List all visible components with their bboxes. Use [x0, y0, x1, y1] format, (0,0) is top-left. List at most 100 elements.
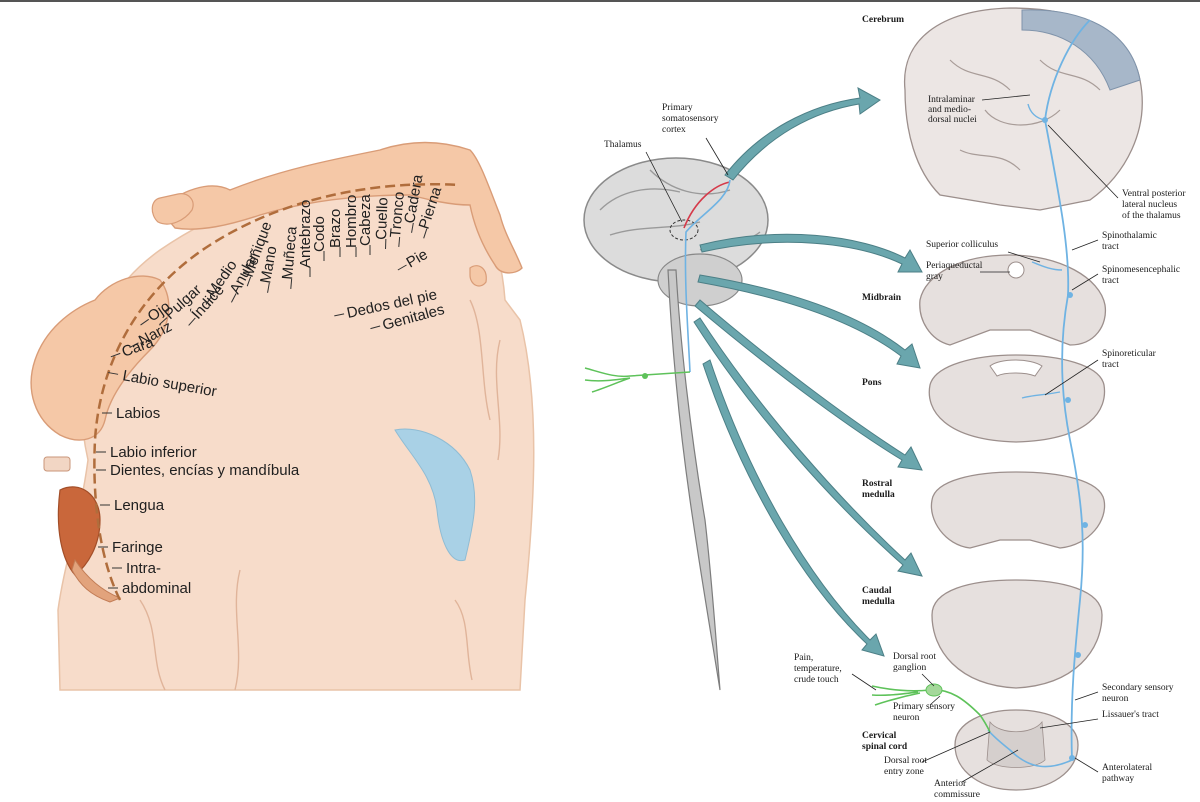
anterolateral-pathway-diagram: PrimarysomatosensorycortexThalamusCerebr… — [583, 7, 1186, 800]
homunculus-label-codo: Codo — [311, 216, 328, 252]
crossing-fiber — [987, 729, 1073, 768]
homunculus-label-lengua: Lengua — [114, 497, 165, 514]
pathway-label-midbrain: Midbrain — [862, 293, 902, 303]
pathway-label-spinothalamic: Spinothalamic — [1102, 231, 1157, 241]
homunculus-tick — [423, 228, 428, 239]
pathway-label-secondary-sensory: Secondary sensory — [1102, 683, 1174, 693]
pathway-label-intralaminar: Intralaminar — [928, 95, 976, 105]
homunculus-tick — [267, 282, 270, 293]
section-midbrain — [919, 254, 1107, 346]
pathway-label-superior-colliculus: Superior colliculus — [926, 240, 998, 250]
homunculus-body — [159, 141, 523, 274]
homunculus-label-mano: Mano — [257, 245, 280, 285]
homunculus-tick — [188, 317, 196, 326]
homunculus-label-cuello: Cuello — [373, 197, 391, 240]
arrow-pons — [697, 274, 921, 369]
arrow-cerebrum — [724, 87, 881, 181]
cortex-dashed-arc — [93, 183, 461, 601]
pathway-label-neuron: neuron — [1102, 694, 1129, 704]
ventricle — [394, 428, 476, 562]
level-arrows — [693, 87, 923, 657]
homunculus-lips — [43, 456, 71, 472]
pathway-label-rostral: Rostral — [862, 479, 892, 489]
homunculus-tick — [159, 317, 168, 325]
homunculus-label-labio-inferior: Labio inferior — [110, 444, 197, 461]
pathway-labels: PrimarysomatosensorycortexThalamusCerebr… — [604, 15, 1186, 800]
section-caudal-medulla — [931, 579, 1103, 689]
homunculus-label-intra: Intra- — [126, 560, 161, 577]
section-rostral-medulla — [930, 471, 1106, 549]
pathway-label-cortex: cortex — [662, 125, 686, 135]
pathway-label-tract: tract — [1102, 242, 1119, 252]
homunculus-tick — [334, 313, 345, 317]
pathway-label-lateral-nucleus: lateral nucleus — [1122, 200, 1177, 210]
brain-gyri — [599, 169, 761, 251]
pathway-label-and-medio: and medio- — [928, 105, 971, 115]
section-cervical-spinal-cord — [954, 709, 1079, 791]
pathway-label-medulla: medulla — [862, 490, 895, 500]
homunculus-tick — [108, 372, 119, 375]
pathway-label-cervical: Cervical — [862, 731, 897, 741]
pathway-label-temperature: temperature, — [794, 664, 842, 674]
pathway-label-cerebrum: Cerebrum — [862, 15, 904, 25]
pathway-label-ventral-posterior: Ventral posterior — [1122, 189, 1186, 199]
homunculus-label-tronco: Tronco — [387, 191, 408, 238]
pathway-label-pathway: pathway — [1102, 774, 1134, 784]
pathway-label-dorsal-root: Dorsal root — [893, 652, 936, 662]
pathway-label-tract: tract — [1102, 360, 1119, 370]
homunculus-tick — [205, 295, 213, 305]
ganglion-dot — [642, 373, 648, 379]
homunculus-label-faringe: Faringe — [112, 539, 163, 556]
homunculus-label-muneca: Muñeca — [279, 225, 301, 280]
pathway-label-dorsal-root: Dorsal root — [884, 756, 927, 766]
thalamocortical-fiber — [683, 181, 731, 229]
pathway-label-spinal-cord: spinal cord — [862, 742, 908, 752]
tract-overview — [684, 179, 731, 373]
pathway-label-pain: Pain, — [794, 653, 813, 663]
homunculus-tick — [110, 352, 121, 358]
pathway-label-thalamus: Thalamus — [604, 140, 642, 150]
homunculus-label-antebrazo: Antebrazo — [297, 200, 314, 268]
homunculus-pharynx — [71, 558, 122, 603]
arrow-caudal-medulla — [693, 317, 923, 577]
pathway-label-dorsal-nuclei: dorsal nuclei — [928, 115, 977, 125]
arrow-midbrain — [699, 233, 923, 273]
pathway-label-medulla: medulla — [862, 597, 895, 607]
homunculus-genitals — [469, 265, 487, 287]
pathway-label-somatosensory: somatosensory — [662, 114, 719, 124]
dorsal-root-ganglion — [925, 683, 943, 697]
pathway-label-entry-zone: entry zone — [884, 767, 924, 777]
homunculus-label-abdominal: abdominal — [122, 580, 191, 597]
homunculus-tick — [290, 278, 293, 289]
pathway-label-anterolateral: Anterolateral — [1102, 763, 1152, 773]
homunculus-tick — [230, 293, 237, 303]
pathway-label-commissure: commissure — [934, 790, 980, 800]
homunculus-tongue — [57, 486, 101, 576]
homunculus-label-hombro: Hombro — [343, 195, 360, 248]
homunculus-label-brazo: Brazo — [327, 209, 344, 248]
homunculus-tick — [397, 264, 407, 271]
pathway-label-ganglion: ganglion — [893, 663, 926, 673]
arrow-spinal-cord — [702, 359, 885, 657]
pathway-label-primary-sensory: Primary sensory — [893, 702, 955, 712]
thalamus-marker — [669, 219, 699, 241]
primary-afferent — [871, 685, 991, 733]
pathway-label-of-the-thalamus: of the thalamus — [1122, 210, 1181, 221]
homunculus-tick — [246, 276, 252, 287]
homunculus-label-dientes-encias-y-mandibula: Dientes, encías y mandíbula — [110, 462, 300, 479]
pathway-label-lissauer-s-tract: Lissauer's tract — [1102, 710, 1159, 720]
pathway-label-anterior: Anterior — [934, 779, 967, 789]
peripheral-fiber-overview — [584, 367, 691, 393]
pathway-label-spinomesencephalic: Spinomesencephalic — [1102, 265, 1180, 275]
pathway-label-caudal: Caudal — [862, 586, 892, 596]
sulci — [139, 299, 501, 691]
homunculus-tick — [140, 318, 150, 326]
pathway-label-pons: Pons — [862, 378, 882, 388]
homunculus-hand — [151, 193, 194, 225]
section-pons — [928, 354, 1106, 443]
homunculus-tick — [398, 236, 401, 247]
tract-neuron-dots — [1042, 117, 1088, 761]
section-cerebrum — [903, 7, 1143, 211]
